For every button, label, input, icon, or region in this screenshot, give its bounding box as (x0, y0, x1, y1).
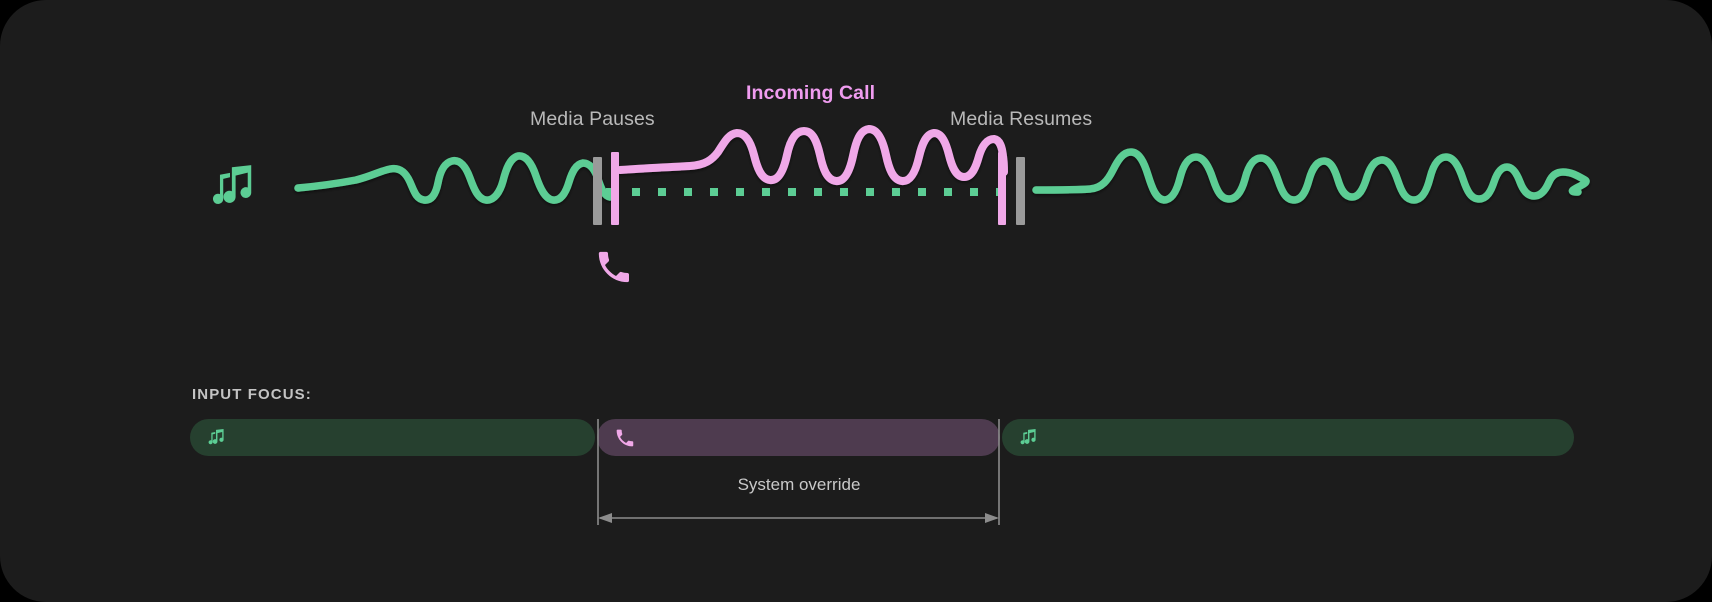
music-notes-icon (1020, 428, 1036, 444)
music-notes-icon (208, 428, 224, 444)
waveform-graphic (294, 125, 1590, 225)
phone-handset-icon (616, 429, 634, 446)
music-notes-icon (212, 165, 252, 204)
label-media-pauses: Media Pauses (530, 108, 655, 130)
label-incoming-call: Incoming Call (746, 82, 876, 104)
focus-bar-call[interactable] (597, 419, 1000, 456)
label-media-resumes: Media Resumes (950, 108, 1093, 130)
resume-marker-grey (1016, 157, 1025, 225)
call-waveform (616, 125, 1008, 185)
focus-bar-media-left[interactable] (190, 419, 595, 456)
phone-handset-icon (598, 251, 629, 283)
input-focus-section: INPUT FOCUS: (0, 330, 1712, 602)
media-waveform-after (1032, 148, 1590, 204)
timeline-markers (593, 152, 1025, 225)
system-override-bracket (597, 419, 1000, 525)
pause-marker-grey (593, 157, 602, 225)
arrow-head-right (985, 513, 999, 523)
system-override-label: System override (737, 475, 861, 494)
focus-bar-media-right[interactable] (1002, 419, 1574, 456)
arrow-head-left (598, 513, 612, 523)
timeline-area: Media Pauses Incoming Call Media Resumes (212, 82, 1590, 283)
media-waveform-before (294, 152, 614, 204)
input-focus-title: INPUT FOCUS: (192, 386, 312, 403)
pause-marker-pink (611, 152, 619, 225)
resume-marker-pink (998, 152, 1006, 225)
